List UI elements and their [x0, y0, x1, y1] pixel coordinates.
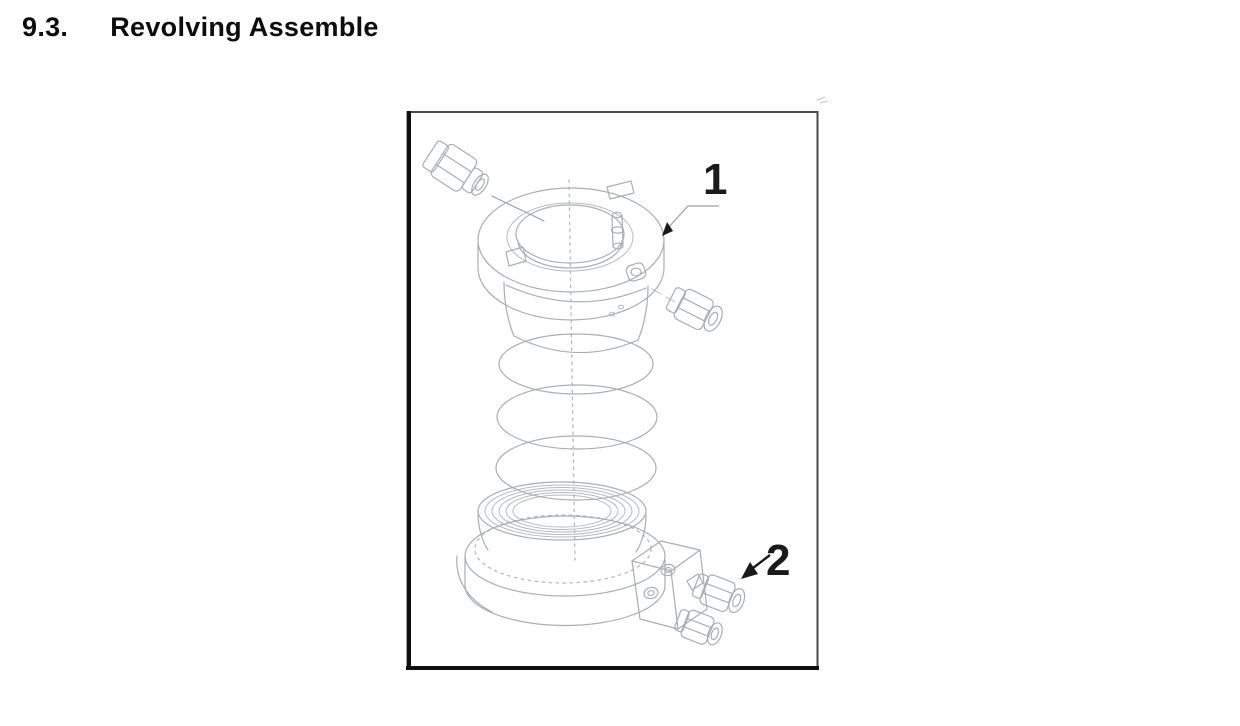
center-axis-line: [568, 179, 576, 561]
part-label-1: 1: [703, 155, 727, 204]
base-flange: [456, 481, 666, 627]
leader-line-2: [752, 554, 771, 569]
collar-side-port: [625, 262, 647, 282]
part-label-2: 2: [766, 536, 790, 585]
top-left-fitting: [422, 140, 545, 222]
bottom-fittings: [673, 573, 746, 646]
exploded-view-drawing: [422, 140, 746, 646]
collar-ring: [477, 180, 665, 321]
section-title: Revolving Assemble: [110, 12, 379, 42]
figure-frame: [406, 96, 829, 670]
callouts: 1 2: [662, 155, 790, 585]
bottom-fitting-upper: [691, 573, 746, 614]
collar-pin: [610, 211, 625, 250]
joint-body: [503, 281, 649, 354]
right-fitting: [651, 287, 723, 332]
port-block: [631, 540, 708, 630]
leader-arrow-2: [741, 562, 758, 579]
leader-arrow-1: [662, 222, 673, 236]
spring-coils: [495, 333, 658, 501]
collar-slot-right: [606, 180, 635, 200]
section-number: 9.3.: [22, 12, 69, 42]
leader-line-1: [666, 205, 719, 230]
bottom-fitting-lower: [673, 609, 723, 646]
scan-artifact: [816, 96, 829, 104]
collar-slot-left: [505, 246, 527, 267]
section-heading: 9.3. Revolving Assemble: [22, 12, 379, 43]
